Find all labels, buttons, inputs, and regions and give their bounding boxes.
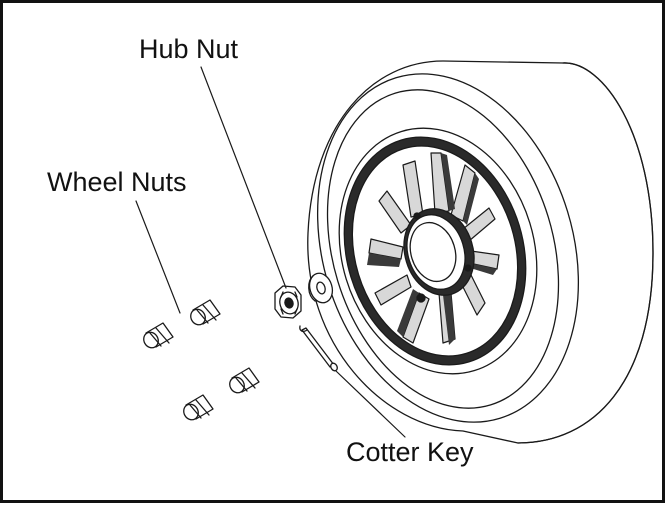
wheel-nut-3 bbox=[183, 394, 214, 421]
washer bbox=[308, 272, 334, 304]
wheel-nuts-label: Wheel Nuts bbox=[47, 167, 187, 197]
diagram-drawing bbox=[135, 60, 654, 444]
leader-lines bbox=[135, 66, 406, 438]
hub-nut-label: Hub Nut bbox=[139, 34, 239, 64]
wheel-nut-4 bbox=[229, 367, 260, 394]
wheel-hub bbox=[403, 208, 475, 303]
spoke-shadows bbox=[367, 153, 497, 345]
leader-cotter-key bbox=[335, 370, 406, 438]
cotter-key-label: Cotter Key bbox=[346, 437, 474, 467]
wheel-nut-2 bbox=[190, 299, 221, 326]
wheel-nut-1 bbox=[143, 322, 174, 349]
hub-nut bbox=[274, 285, 302, 319]
leader-hub-nut bbox=[200, 66, 287, 289]
leader-wheel-nuts bbox=[135, 200, 181, 314]
